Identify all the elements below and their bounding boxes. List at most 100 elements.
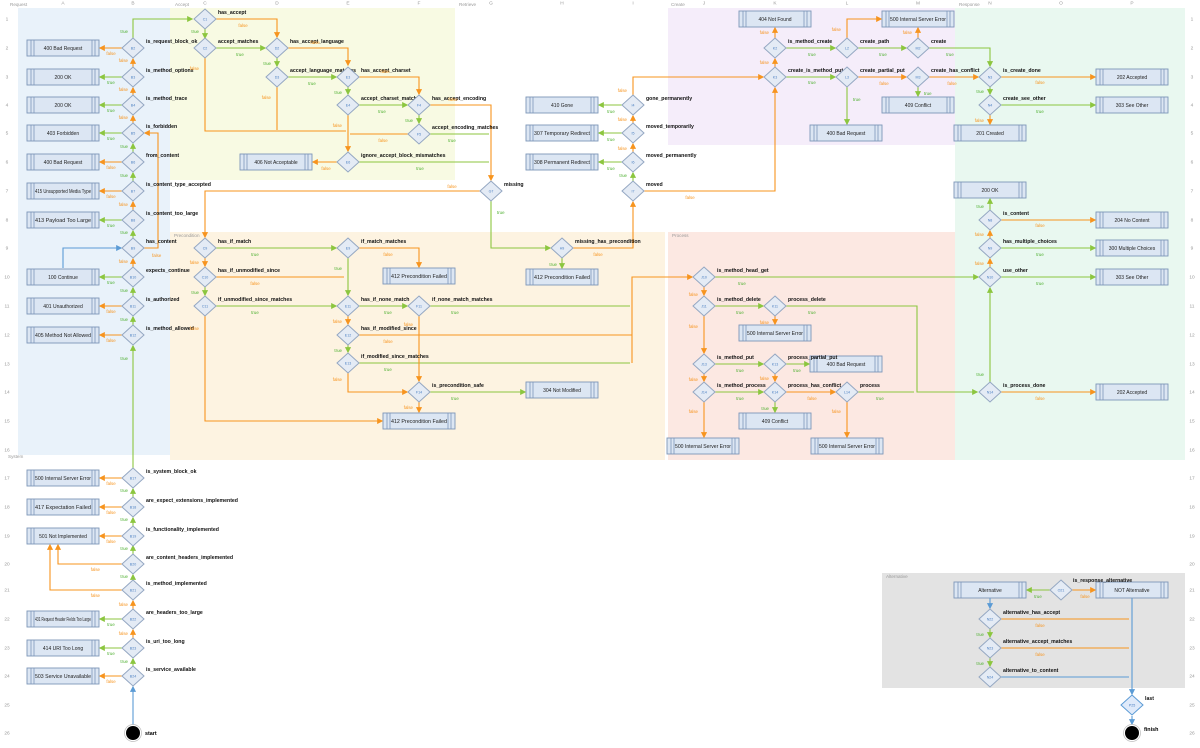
status-box-label: 202 Accepted [1117,75,1148,81]
svg-text:J: J [703,0,706,6]
edge [62,244,123,268]
region-label: Process [672,233,689,238]
status-box-label: 400 Bad Request [827,131,866,137]
status-box-label: 501 Not Implemented [39,534,87,540]
status-box-P14: 202 Accepted [1095,383,1169,401]
decision-id: K14 [772,390,778,394]
decision-label: is_method_put [717,355,754,361]
decision-id: B20 [130,562,136,566]
edge [644,86,779,192]
status-box-label: 100 Continue [48,275,78,281]
svg-text:F: F [418,0,421,6]
status-box-label: 409 Conflict [762,419,789,425]
branch-label-false: false [238,23,248,28]
svg-text:21: 21 [4,588,10,594]
branch-label-false: false [310,40,320,45]
decision-id: B2 [131,46,135,50]
decision-id: I4 [632,103,635,107]
branch-label-true: true [107,622,115,627]
status-box-label: 200 OK [55,75,73,81]
status-box-label: 412 Precondition Failed [534,275,590,281]
svg-text:9: 9 [6,246,9,252]
status-box-P21: NOT Alternative [1095,581,1169,599]
branch-label-false: false [689,292,699,297]
branch-label-true: true [976,204,984,209]
decision-id: F5 [417,132,421,136]
decision-label: is_process_done [1003,383,1045,389]
decision-label: is_method_options [146,68,194,74]
svg-text:3: 3 [6,75,9,81]
branch-label-true: true [236,52,244,57]
edge [132,15,194,38]
status-box-A24: 503 Service Unavailable [26,667,100,685]
branch-label-false: false [1035,80,1045,85]
status-box-label: 500 Internal Server Error [819,444,875,450]
edge [201,190,480,239]
edges [46,15,1136,726]
decision-label: is_method_head_get [717,268,769,274]
status-box-D6: 406 Not Acceptable [239,153,313,171]
branch-label-false: false [91,567,101,572]
branch-label-true: true [1034,594,1042,599]
branch-label-false: false [879,81,889,86]
edge [54,543,122,565]
status-box-label: 405 Method Not Allowed [35,333,91,339]
svg-text:12: 12 [4,333,10,339]
svg-text:H: H [560,0,564,6]
branch-label-false: false [106,338,116,343]
branch-label-false: false [106,679,116,684]
edge [216,18,281,39]
edge [359,247,423,269]
decision-id: B12 [130,333,136,337]
branch-label-true: true [120,173,128,178]
decision-label: create [931,39,946,45]
branch-label-false: false [618,88,628,93]
branch-label-false: false [1035,396,1045,401]
branch-label-false: false [152,253,162,258]
region-label: System [8,454,23,459]
branch-label-false: false [1035,652,1045,657]
decision-label: has_if_match [218,239,251,245]
status-box-A7: 415 Unsupported Media Type [26,182,100,200]
decision-id: B3 [131,75,135,79]
status-box-F15: 412 Precondition Failed [382,412,456,430]
status-box-label: 431 Request Header Fields Too Large [35,617,91,623]
status-box-A11: 401 Unauthorized [26,297,100,315]
branch-label-true: true [263,61,271,66]
decision-label: moved [646,182,663,188]
status-box-A17: 500 Internal Server Error [26,469,100,487]
svg-text:16: 16 [4,448,10,454]
status-box-K1: 404 Not Found [738,10,812,28]
branch-label-true: true [107,108,115,113]
decision-label: process [860,383,880,389]
branch-label-true: true [308,81,316,86]
branch-label-true: true [736,310,744,315]
branch-label-false: false [760,320,770,325]
status-box-A5: 403 Forbidden [26,124,100,142]
status-box-label: 417 Expectation Failed [35,505,91,511]
status-box-label: 503 Service Unavailable [35,674,91,680]
svg-text:7: 7 [6,189,9,195]
branch-label-true: true [793,368,801,373]
branch-label-false: false [618,146,628,151]
svg-text:M: M [916,0,920,6]
decision-id: B18 [130,505,136,509]
decision-label: are_expect_extensions_implemented [146,498,238,504]
